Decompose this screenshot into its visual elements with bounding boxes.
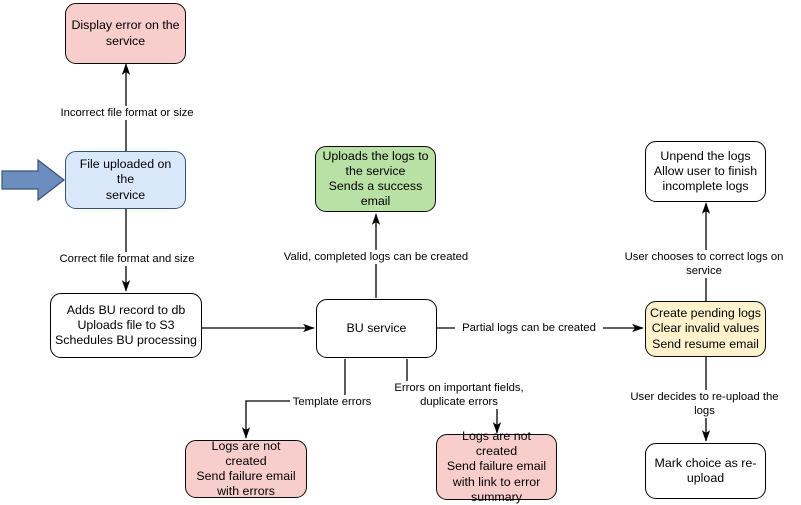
node-bu-service[interactable]: BU service xyxy=(316,299,437,358)
node-unpend-the-logs[interactable]: Unpend the logs Allow user to finish inc… xyxy=(645,141,766,202)
node-uploads-the-logs-label: Uploads the logs to the service Sends a … xyxy=(322,148,429,209)
node-logs-not-created-summary[interactable]: Logs are not created Send failure email … xyxy=(436,429,557,504)
node-adds-bu-record[interactable]: Adds BU record to db Uploads file to S3 … xyxy=(50,293,202,358)
edge-label-user-reuploads: User decides to re-upload the logs xyxy=(618,390,791,418)
edge-label-template-errors: Template errors xyxy=(290,395,374,409)
node-adds-bu-record-label: Adds BU record to db Uploads file to S3 … xyxy=(55,302,197,348)
node-display-error[interactable]: Display error on the service xyxy=(65,3,186,64)
edge-label-user-corrects: User chooses to correct logs on service xyxy=(607,250,801,278)
node-file-uploaded[interactable]: File uploaded on the service xyxy=(65,151,186,209)
node-file-uploaded-label: File uploaded on the service xyxy=(79,157,172,202)
node-display-error-label: Display error on the service xyxy=(71,18,180,48)
edge-label-valid-logs: Valid, completed logs can be created xyxy=(278,250,474,264)
node-uploads-the-logs[interactable]: Uploads the logs to the service Sends a … xyxy=(315,146,436,212)
entry-block-arrow-icon xyxy=(1,158,65,202)
edge-label-partial-logs: Partial logs can be created xyxy=(455,321,603,335)
node-logs-not-created-template[interactable]: Logs are not created Send failure email … xyxy=(185,438,307,499)
node-create-pending-logs-label: Create pending logs Clear invalid values… xyxy=(650,306,761,351)
node-unpend-the-logs-label: Unpend the logs Allow user to finish inc… xyxy=(653,148,758,194)
node-logs-not-created-template-label: Logs are not created Send failure email … xyxy=(196,438,296,499)
node-create-pending-logs[interactable]: Create pending logs Clear invalid values… xyxy=(645,301,766,357)
node-bu-service-label: BU service xyxy=(346,320,407,335)
edge-label-incorrect-format: Incorrect file format or size xyxy=(49,106,205,120)
node-mark-choice-reupload[interactable]: Mark choice as re- upload xyxy=(645,443,766,499)
edge-label-correct-format: Correct file format and size xyxy=(52,252,202,266)
edge-label-important-errors: Errors on important fields, duplicate er… xyxy=(392,381,526,409)
node-logs-not-created-summary-label: Logs are not created Send failure email … xyxy=(446,429,547,504)
node-mark-choice-reupload-label: Mark choice as re- upload xyxy=(654,455,757,485)
